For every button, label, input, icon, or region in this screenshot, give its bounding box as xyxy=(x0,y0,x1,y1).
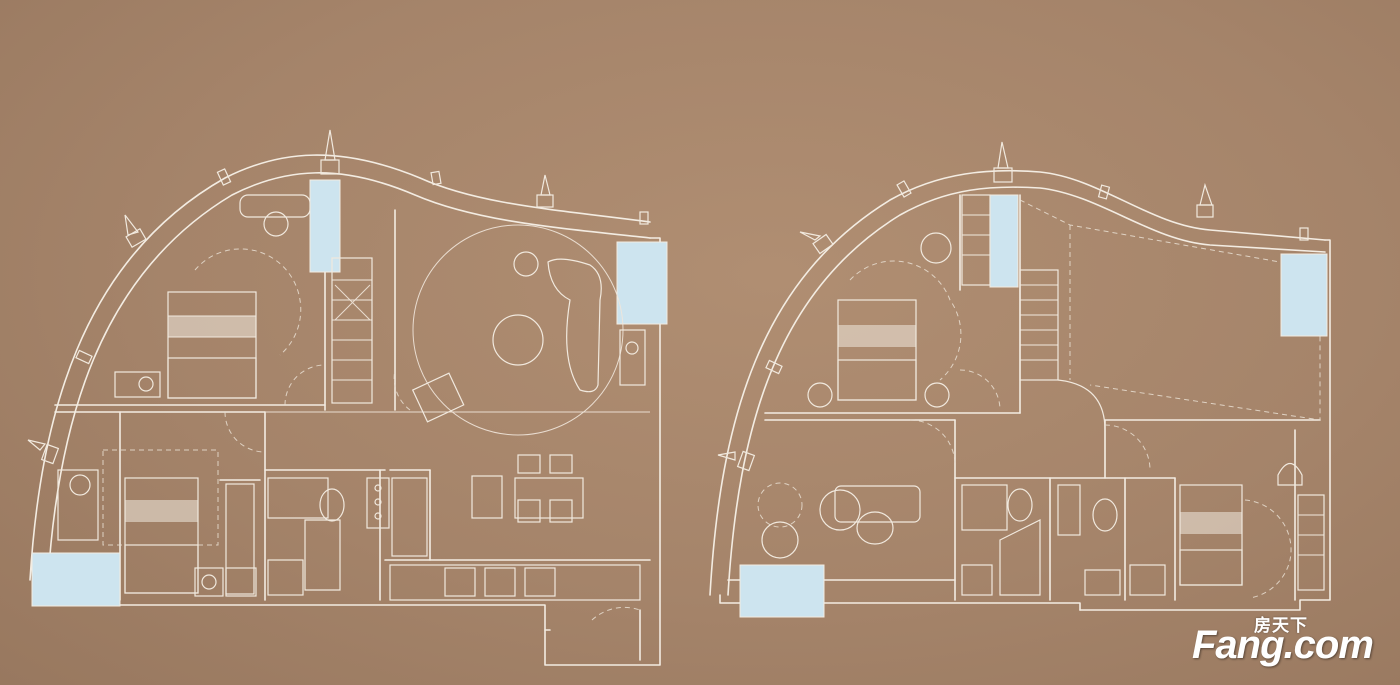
nightstand xyxy=(114,371,161,398)
shower xyxy=(961,484,1008,531)
bed-blanket xyxy=(124,544,199,594)
kitchen-counter xyxy=(389,564,641,601)
desk xyxy=(834,485,921,523)
door-swing xyxy=(224,411,266,453)
wardrobe xyxy=(1297,494,1325,591)
toilet xyxy=(319,488,345,522)
floor-plan-right xyxy=(709,141,1331,618)
tv-cabinet xyxy=(619,329,646,386)
desk xyxy=(57,469,99,541)
dining-chairs xyxy=(517,454,573,523)
side-table xyxy=(819,489,861,531)
bed-blanket xyxy=(167,357,257,399)
shower-glass xyxy=(304,519,341,591)
toilet xyxy=(1007,488,1033,522)
chair xyxy=(856,511,894,545)
chair xyxy=(69,474,91,496)
armchair xyxy=(920,232,952,264)
window-panel xyxy=(616,241,668,325)
fang-watermark: 房天下 Fang.com xyxy=(1192,609,1382,671)
dining-table xyxy=(514,477,584,519)
curved-facade-inner xyxy=(727,186,1326,596)
vanity xyxy=(366,477,390,529)
wardrobe xyxy=(331,257,373,404)
lounge-chair xyxy=(761,521,799,559)
rug-outline xyxy=(194,248,302,356)
door-swing xyxy=(393,369,411,411)
desk xyxy=(239,194,311,218)
wardrobe xyxy=(961,194,991,286)
watermark-brand-text: Fang.com xyxy=(1192,623,1374,667)
stove xyxy=(484,567,516,597)
window-panel xyxy=(989,194,1019,288)
facade-fins xyxy=(27,129,649,465)
door-swing xyxy=(591,606,641,621)
rug-outline xyxy=(757,482,803,528)
window-panel xyxy=(1280,253,1328,337)
armchair xyxy=(411,372,465,423)
sink xyxy=(1129,564,1166,596)
void-outline xyxy=(1019,199,1321,421)
rug-outline xyxy=(1244,499,1292,599)
window-panel xyxy=(309,179,341,273)
south-wall xyxy=(719,594,1081,611)
washer xyxy=(1084,569,1121,596)
sink xyxy=(267,559,304,596)
bed xyxy=(167,291,257,399)
facade-fins xyxy=(717,141,1309,472)
sofa xyxy=(547,258,602,393)
staircase xyxy=(1019,269,1106,470)
armchair xyxy=(1277,462,1303,486)
sink xyxy=(961,564,993,596)
rug-outline xyxy=(849,260,962,381)
window-panel xyxy=(31,552,121,607)
door-swing xyxy=(1104,424,1151,471)
round-rug xyxy=(412,224,624,436)
east-wall xyxy=(1079,239,1331,611)
bed xyxy=(837,299,917,401)
watermark-chinese-text: 房天下 xyxy=(1254,616,1308,636)
side-table xyxy=(513,251,539,277)
sideboard xyxy=(471,475,503,519)
floor-plan-left xyxy=(27,129,668,666)
toilet xyxy=(1092,498,1118,532)
lamp xyxy=(807,382,833,408)
bed xyxy=(124,477,199,594)
fridge xyxy=(524,567,556,597)
shower-glass xyxy=(999,519,1041,596)
window-panel xyxy=(739,564,825,618)
bed-blanket xyxy=(1179,549,1243,586)
lamp xyxy=(138,376,154,392)
curved-facade-inner xyxy=(47,172,651,581)
washer xyxy=(225,567,257,597)
door-swing xyxy=(284,364,326,406)
east-wall xyxy=(544,237,661,666)
vanity xyxy=(1057,484,1081,536)
bed xyxy=(1179,484,1243,586)
lamp xyxy=(201,574,217,590)
wardrobe xyxy=(225,483,255,595)
lamp xyxy=(924,382,950,408)
rug-outline xyxy=(102,449,219,546)
nightstand xyxy=(194,567,224,597)
lamp xyxy=(625,341,639,355)
sink xyxy=(444,567,476,597)
door-swing xyxy=(909,419,956,466)
curved-facade-outer xyxy=(709,169,1326,596)
chair xyxy=(263,211,289,237)
bed-blanket xyxy=(837,359,917,401)
shower xyxy=(267,477,329,519)
door-swing xyxy=(959,369,1001,411)
curved-facade-outer xyxy=(29,154,651,581)
closet xyxy=(391,477,428,557)
coffee-table xyxy=(492,314,544,366)
